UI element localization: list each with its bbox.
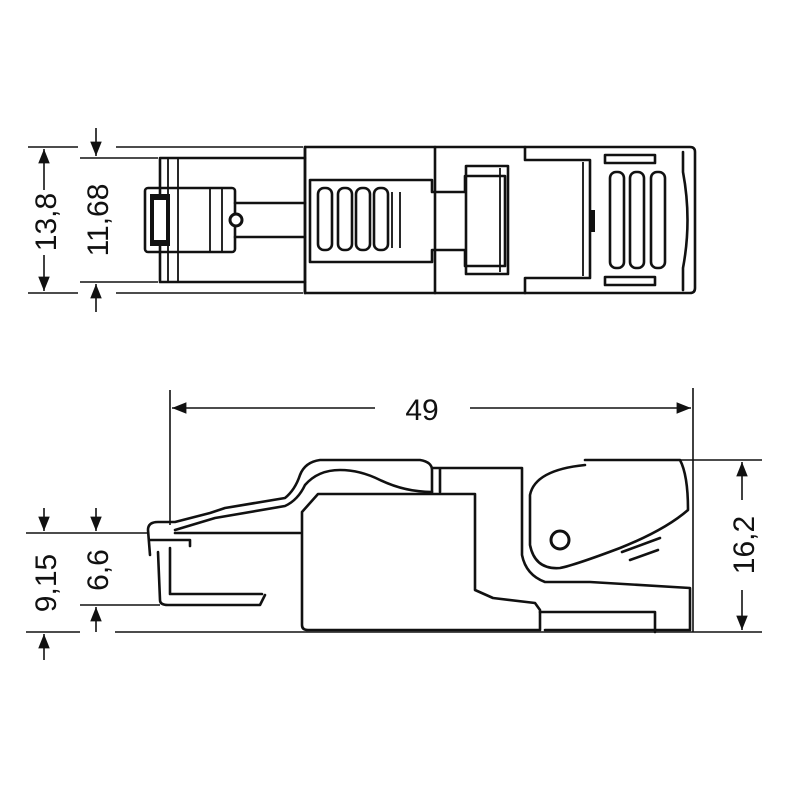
dim-plug-height: 9,15 — [30, 554, 63, 612]
dim-overall-height-side: 16,2 — [728, 516, 761, 574]
side-view-dimensions: 49 16,2 9,15 6,6 — [26, 388, 762, 660]
dim-overall-height-top: 13,8 — [30, 193, 63, 251]
latch-pivot — [549, 529, 571, 551]
top-view-outline — [303, 145, 697, 295]
dim-inner-height-top: 11,68 — [82, 184, 115, 257]
plug-nose-side — [146, 458, 434, 557]
dim-contact-height: 6,6 — [82, 549, 115, 591]
top-view — [143, 145, 697, 295]
contact-slot — [608, 170, 626, 270]
side-view — [146, 458, 692, 634]
grip-frame — [308, 174, 507, 268]
latch-pin — [228, 212, 244, 228]
main-body-side — [300, 492, 542, 632]
dim-overall-length: 49 — [405, 394, 438, 427]
top-view-dimensions: 13,8 11,68 — [28, 128, 303, 312]
contact-slot — [649, 170, 667, 270]
contact-slot — [628, 170, 646, 270]
